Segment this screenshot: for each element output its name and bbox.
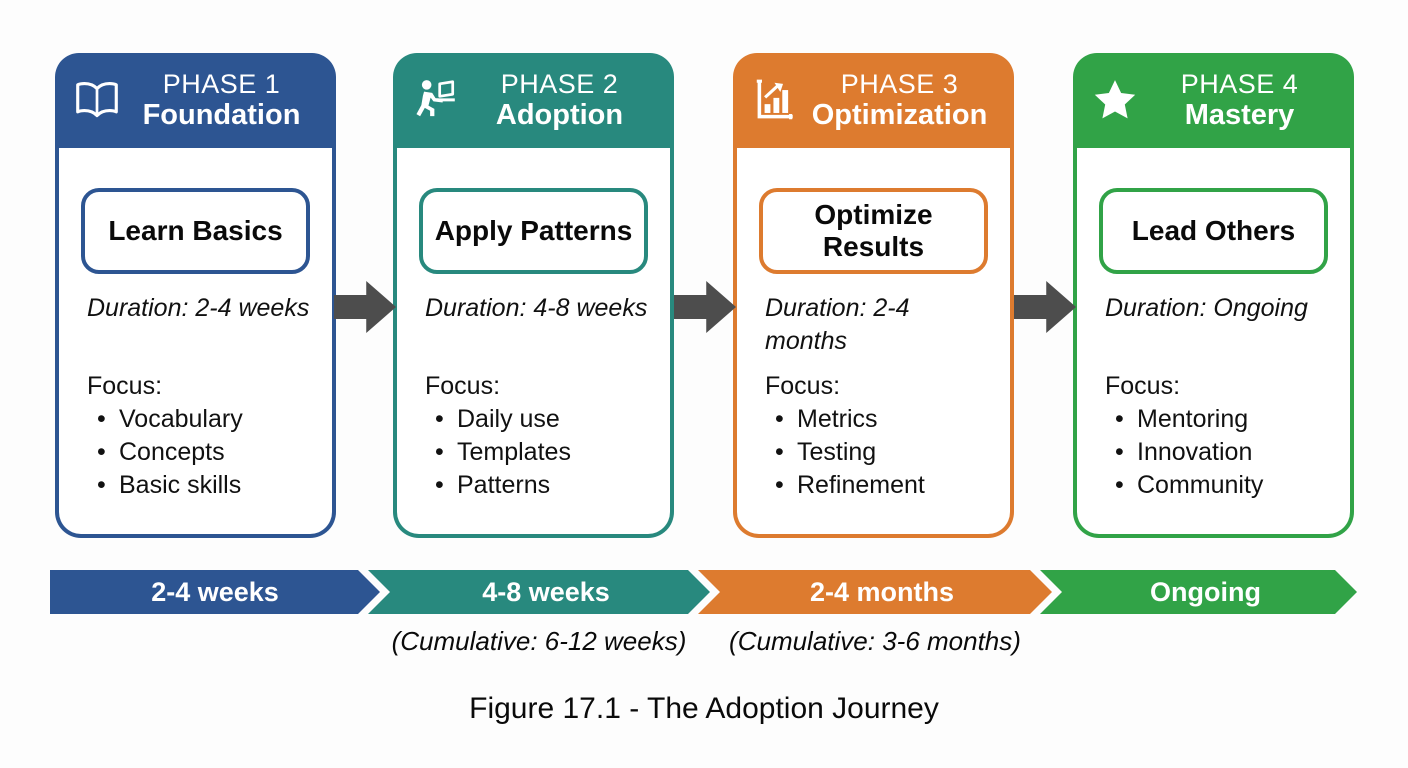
bullet-glyph: •	[775, 471, 784, 499]
phase-body: Optimize Results Duration: 2-4 months Fo…	[733, 148, 1014, 538]
focus-item: • Basic skills	[87, 469, 310, 502]
focus-list: • Vocabulary • Concepts • Basic skills	[87, 403, 310, 502]
phase-title-box: Optimize Results	[759, 188, 988, 274]
phase-body: Lead Others Duration: Ongoing Focus: • Me…	[1073, 148, 1354, 538]
bullet-glyph: •	[97, 438, 106, 466]
timeline-segment-optimization: 2-4 months	[698, 570, 1052, 614]
phase-body: Apply Patterns Duration: 4-8 weeks Focus…	[393, 148, 674, 538]
bullet-glyph: •	[1115, 405, 1124, 433]
focus-item: • Refinement	[765, 469, 988, 502]
phase-focus: Focus: • Daily use • Templates • Patterns	[419, 370, 648, 502]
timeline-segment-adoption: 4-8 weeks	[368, 570, 710, 614]
flow-arrow-icon	[334, 281, 396, 333]
phase-focus: Focus: • Mentoring • Innovation • Community	[1099, 370, 1328, 502]
person-at-laptop-icon	[409, 75, 461, 127]
bullet-glyph: •	[97, 471, 106, 499]
bullet-glyph: •	[97, 405, 106, 433]
focus-item: • Concepts	[87, 436, 310, 469]
focus-item: • Vocabulary	[87, 403, 310, 436]
phase-header-text: PHASE 4 Mastery	[1141, 69, 1344, 132]
focus-item-text: Metrics	[797, 405, 878, 433]
phase-duration: Duration: 2-4 months	[765, 294, 910, 355]
phase-header-text: PHASE 3 Optimization	[801, 69, 1004, 132]
phase-name: Foundation	[142, 99, 301, 132]
phase-label: PHASE 1	[162, 69, 281, 100]
flow-arrow-icon	[674, 281, 736, 333]
timeline-segment-mastery: Ongoing	[1040, 570, 1357, 614]
phase-card-optimization: PHASE 3 Optimization Optimize Results Du…	[733, 53, 1014, 538]
focus-item-text: Mentoring	[1137, 405, 1249, 433]
focus-item-text: Testing	[797, 438, 877, 466]
phase-card-adoption: PHASE 2 Adoption Apply Patterns Duration…	[393, 53, 674, 538]
phase-name: Adoption	[495, 99, 624, 132]
phase-title-box: Lead Others	[1099, 188, 1328, 274]
focus-list: • Mentoring • Innovation • Community	[1105, 403, 1328, 502]
timeline-segment-foundation: 2-4 weeks	[50, 570, 380, 614]
bullet-glyph: •	[1115, 471, 1124, 499]
phase-duration: Duration: 2-4 weeks	[87, 294, 310, 322]
phase-title-box: Apply Patterns	[419, 188, 648, 274]
phase-header: PHASE 4 Mastery	[1073, 53, 1354, 148]
timeline-segment-label: Ongoing	[1150, 576, 1261, 607]
phase-card-foundation: PHASE 1 Foundation Learn Basics Duration…	[55, 53, 336, 538]
focus-item: • Daily use	[425, 403, 648, 436]
phase-body: Learn Basics Duration: 2-4 weeks Focus: …	[55, 148, 336, 538]
bullet-glyph: •	[435, 405, 444, 433]
flow-arrow-icon	[1014, 281, 1076, 333]
focus-item-text: Templates	[457, 438, 571, 466]
focus-item: • Innovation	[1105, 436, 1328, 469]
focus-item: • Testing	[765, 436, 988, 469]
open-book-icon	[71, 75, 123, 127]
focus-item: • Metrics	[765, 403, 988, 436]
phase-header: PHASE 1 Foundation	[55, 53, 336, 148]
focus-item-text: Vocabulary	[119, 405, 243, 433]
bullet-glyph: •	[1115, 438, 1124, 466]
phase-card-mastery: PHASE 4 Mastery Lead Others Duration: On…	[1073, 53, 1354, 538]
focus-item-text: Patterns	[457, 471, 551, 499]
phase-focus: Focus: • Vocabulary • Concepts • Basic skil…	[81, 370, 310, 502]
focus-item-text: Daily use	[457, 405, 560, 433]
focus-label: Focus:	[87, 372, 163, 400]
focus-item: • Mentoring	[1105, 403, 1328, 436]
focus-list: • Daily use • Templates • Patterns	[425, 403, 648, 502]
focus-label: Focus:	[1105, 372, 1181, 400]
growth-chart-icon	[749, 75, 801, 127]
phase-name: Mastery	[1184, 99, 1295, 132]
phase-label: PHASE 4	[1180, 69, 1299, 100]
timeline-segment-label: 4-8 weeks	[482, 576, 610, 607]
phase-header: PHASE 2 Adoption	[393, 53, 674, 148]
focus-item: • Patterns	[425, 469, 648, 502]
timeline: 2-4 weeks 4-8 weeks 2-4 months Ongoing	[0, 570, 1408, 614]
bullet-glyph: •	[435, 438, 444, 466]
figure-caption: Figure 17.1 - The Adoption Journey	[469, 692, 939, 725]
focus-item-text: Basic skills	[119, 471, 242, 499]
phase-name: Optimization	[811, 99, 988, 132]
focus-label: Focus:	[765, 372, 841, 400]
phase-title-box: Learn Basics	[81, 188, 310, 274]
phase-header: PHASE 3 Optimization	[733, 53, 1014, 148]
phase-label: PHASE 2	[500, 69, 619, 100]
bullet-glyph: •	[435, 471, 444, 499]
phase-header-text: PHASE 2 Adoption	[461, 69, 664, 132]
cumulative-note-adoption: (Cumulative: 6-12 weeks)	[391, 626, 687, 656]
phase-focus: Focus: • Metrics • Testing • Refinement	[759, 370, 988, 502]
focus-item-text: Refinement	[797, 471, 925, 499]
bullet-glyph: •	[775, 405, 784, 433]
bullet-glyph: •	[775, 438, 784, 466]
focus-item-text: Concepts	[119, 438, 225, 466]
focus-item: • Templates	[425, 436, 648, 469]
star-icon	[1089, 75, 1141, 127]
focus-item-text: Community	[1137, 471, 1264, 499]
phase-label: PHASE 3	[840, 69, 959, 100]
phase-duration: Duration: Ongoing	[1105, 294, 1308, 322]
cumulative-note-optimization: (Cumulative: 3-6 months)	[729, 626, 1021, 656]
focus-list: • Metrics • Testing • Refinement	[765, 403, 988, 502]
focus-label: Focus:	[425, 372, 501, 400]
timeline-segment-label: 2-4 months	[809, 576, 955, 607]
phase-duration: Duration: 4-8 weeks	[425, 294, 648, 322]
focus-item: • Community	[1105, 469, 1328, 502]
phase-header-text: PHASE 1 Foundation	[123, 69, 326, 132]
focus-item-text: Innovation	[1137, 438, 1253, 466]
timeline-segment-label: 2-4 weeks	[151, 576, 279, 607]
